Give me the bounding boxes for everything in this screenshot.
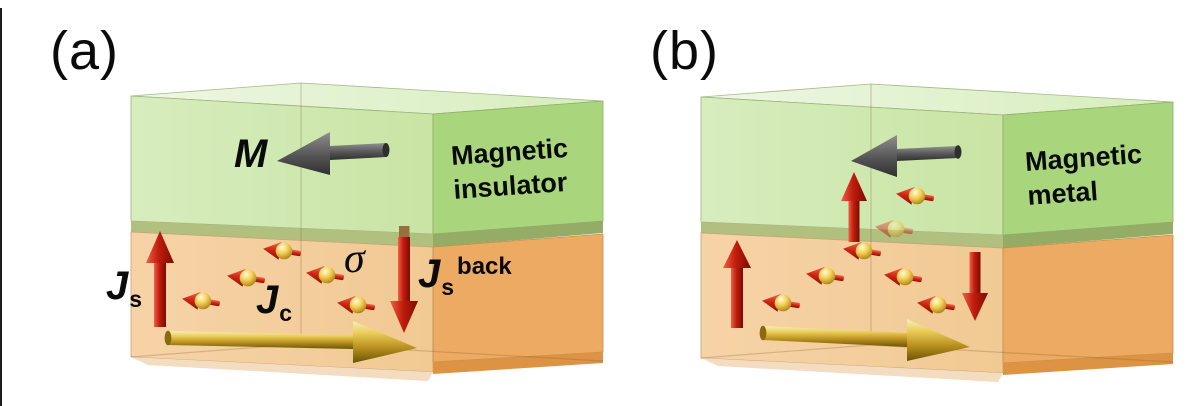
panel-a-spin-current-arrow xyxy=(146,231,174,327)
magnetization-label: M xyxy=(234,132,268,176)
charge-current-subscript: c xyxy=(279,300,293,326)
panel-a-magnetization-arrow xyxy=(277,132,390,175)
panel-b-charge-current-arrow xyxy=(759,319,970,361)
backflow-label: Jsback xyxy=(418,254,512,299)
backflow-subscript: s xyxy=(441,274,455,300)
spin-current-subscript: s xyxy=(129,286,143,312)
panel-a-layer-name: Magnetic insulator xyxy=(450,132,569,205)
panel-b-injected-spin-arrow xyxy=(841,172,867,242)
spin-polarization-label: σ xyxy=(344,236,365,282)
panel-a-backflow-arrow xyxy=(390,226,418,333)
panel-b-label: (b) xyxy=(650,21,719,81)
panel-b-magnetization-arrow xyxy=(851,135,962,177)
panel-a-charge-current-arrow xyxy=(164,321,417,363)
backflow-symbol: J xyxy=(418,252,441,296)
panel-b-spin-current-arrow xyxy=(723,240,751,328)
panel-b-layer-name: Magnetic metal xyxy=(1024,138,1143,211)
panel-a-label: (a) xyxy=(50,21,119,81)
backflow-superscript: back xyxy=(457,253,512,280)
panel-b-backflow-arrow xyxy=(962,252,988,321)
charge-current-symbol: J xyxy=(256,278,279,322)
charge-current-label: Jc xyxy=(256,280,292,325)
spin-current-symbol: J xyxy=(106,264,129,308)
spin-current-label: Js xyxy=(106,266,142,311)
figure-left-border xyxy=(0,8,2,406)
